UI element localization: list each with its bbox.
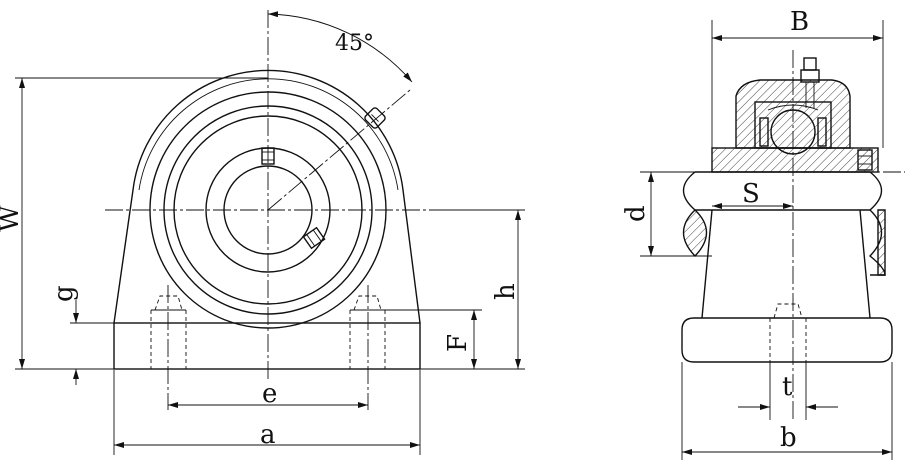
shaft (695, 171, 870, 211)
label-g: g (49, 285, 79, 302)
side-grease-nipple (800, 57, 820, 108)
angle-arc (267, 11, 413, 83)
front-view: 45° a e W g h F (0, 10, 525, 455)
side-base (681, 317, 893, 363)
housing-flange (711, 147, 879, 173)
label-F: F (443, 334, 473, 352)
label-B: B (790, 7, 809, 37)
angle-line (267, 89, 411, 211)
label-t: t (782, 372, 793, 402)
label-S: S (742, 179, 760, 209)
label-a: a (260, 420, 276, 450)
bolt-hole-left (150, 295, 187, 369)
side-view: B S d t b (621, 7, 905, 460)
side-body (701, 209, 871, 319)
grease-nipple (364, 107, 386, 129)
bolt-hole-right (349, 295, 386, 369)
side-set-screw (857, 149, 873, 171)
label-b: b (780, 423, 797, 453)
set-screw-angled (302, 226, 326, 250)
shaft-break-left (682, 209, 708, 258)
label-h: h (491, 283, 521, 300)
base-block (113, 322, 421, 370)
label-angle: 45° (335, 31, 374, 56)
label-e: e (262, 379, 277, 409)
label-W: W (0, 205, 25, 232)
label-d: d (621, 205, 651, 222)
